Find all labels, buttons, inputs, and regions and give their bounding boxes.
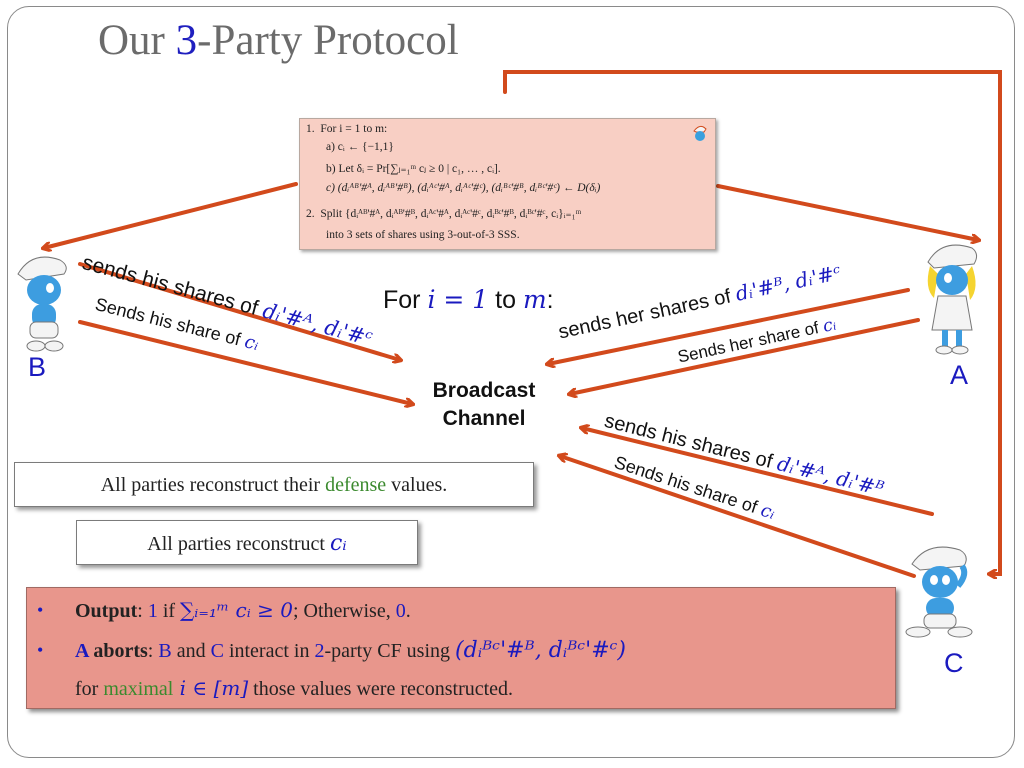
output-box: • Output: 1 if ∑ᵢ₌₁ᵐ cᵢ ≥ 0; Otherwise, … — [26, 587, 896, 709]
algo-line-3: into 3 sets of shares using 3-out-of-3 S… — [326, 229, 520, 241]
bullet-dot-1: • — [37, 600, 44, 620]
slide-frame — [7, 6, 1015, 758]
slide-title: Our 3-Party Protocol — [98, 17, 459, 64]
smurf-c-icon — [905, 546, 973, 638]
reconstruct-c-box: All parties reconstruct cᵢ — [76, 520, 418, 565]
party-b-label: B — [28, 352, 47, 382]
bullet-dot-2: • — [37, 640, 44, 660]
title-number: 3 — [175, 17, 198, 64]
party-a-label: A — [950, 360, 969, 390]
broadcast-channel: Broadcast Channel — [432, 379, 536, 430]
party-c-label: C — [944, 648, 964, 678]
algo-line-b: b) Let δᵢ = Pr[∑ⱼ₌₁ᵐ cⱼ ≥ 0 | c₁, … , cᵢ… — [326, 163, 501, 175]
for-loop-label: For i = 1 to m: — [383, 285, 554, 314]
output-bullet-1: Output: 1 if ∑ᵢ₌₁ᵐ cᵢ ≥ 0; Otherwise, 0. — [75, 598, 411, 622]
smurf-a-icon — [927, 244, 978, 355]
output-line-3: for maximal i ∈ [m] those values were re… — [75, 676, 514, 700]
algo-line-a: a) cᵢ ← {−1,1} — [326, 141, 394, 153]
algo-line-c: c) (dᵢᴬᴮ'#ᴬ, dᵢᴬᴮ'#ᴮ), (dᵢᴬᶜ'#ᴬ, dᵢᴬᶜ'#ᶜ… — [326, 182, 601, 194]
algo-smurf-icon — [693, 125, 707, 141]
algo-line-1: 1. For i = 1 to m: — [306, 123, 388, 135]
output-bullet-2: A aborts: B and C interact in 2-party CF… — [75, 638, 626, 663]
smurf-b-icon — [17, 256, 67, 352]
algo-line-2: 2. Split {dᵢᴬᴮ'#ᴬ, dᵢᴬᴮ'#ᴮ, dᵢᴬᶜ'#ᴬ, dᵢᴬ… — [306, 208, 582, 220]
reconstruct-defense-box: All parties reconstruct their defense va… — [14, 462, 534, 507]
algorithm-box: 1. For i = 1 to m: a) cᵢ ← {−1,1} b) Let… — [299, 118, 716, 250]
